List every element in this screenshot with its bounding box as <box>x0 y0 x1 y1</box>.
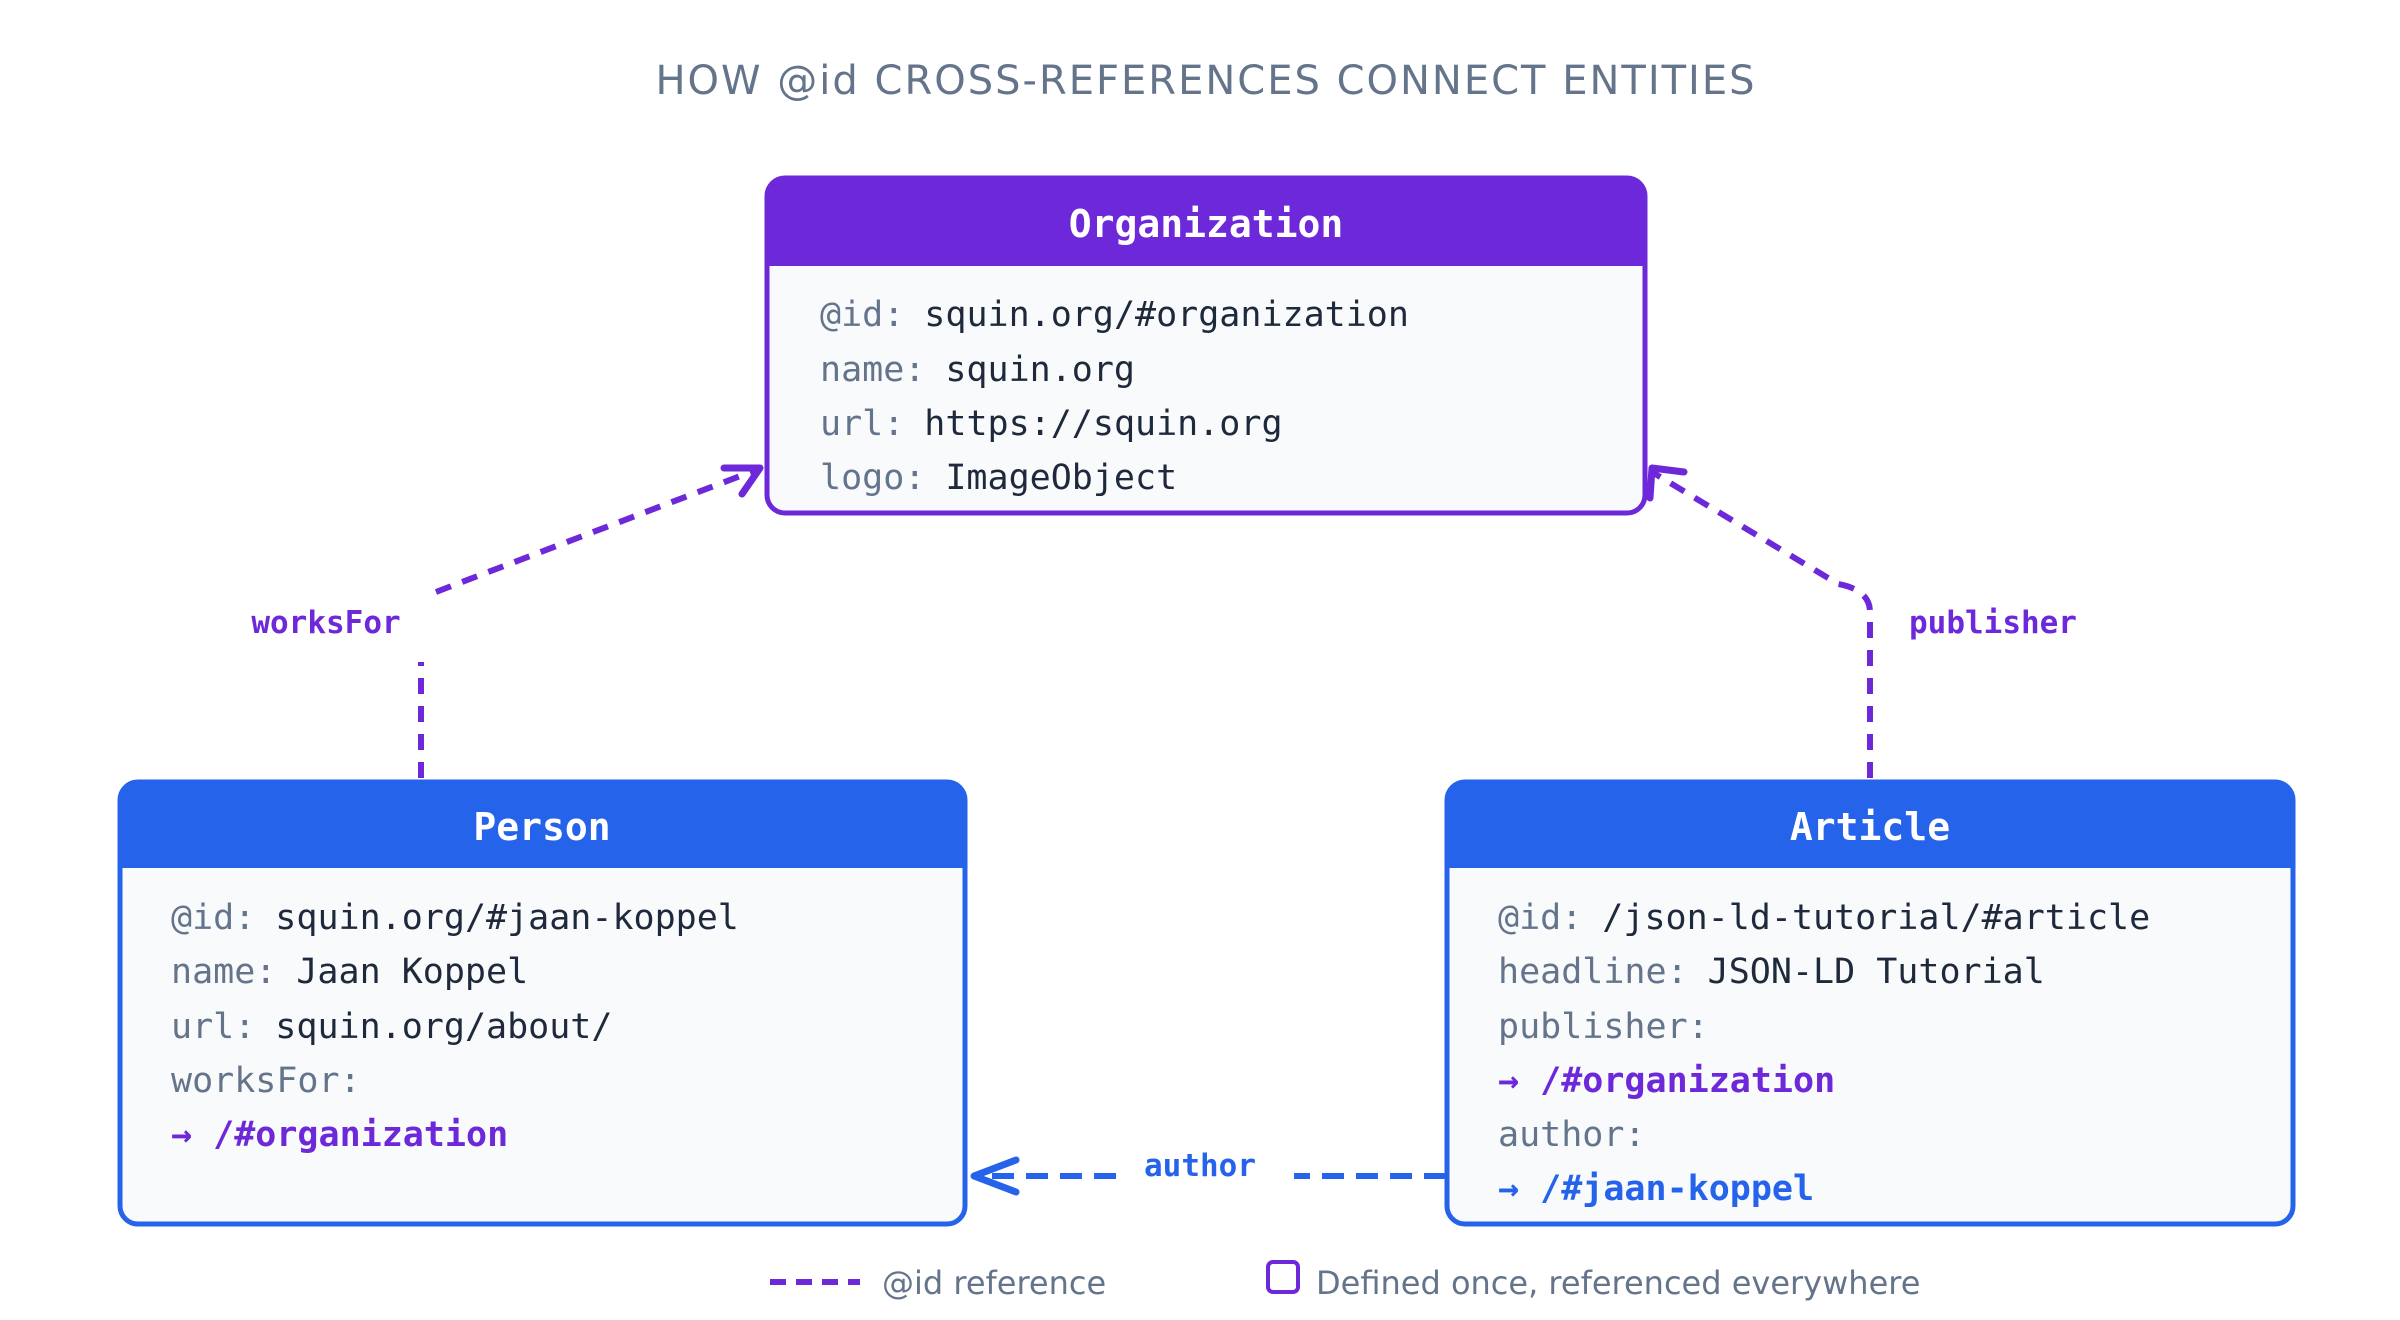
article-node: Article @id:/json-ld-tutorial/#article h… <box>1444 779 2296 1227</box>
article-publisher-key: publisher: <box>1498 1007 1709 1047</box>
works-for-label: worksFor <box>251 605 400 641</box>
person-title: Person <box>473 805 610 849</box>
legend-defined-text: Defined once, referenced everywhere <box>1316 1264 1920 1302</box>
works-for-arrowhead-icon <box>720 464 764 498</box>
article-row-id: @id:/json-ld-tutorial/#article <box>1498 898 2150 938</box>
legend: @id reference Defined once, referenced e… <box>770 1260 1920 1302</box>
legend-box-icon <box>1266 1260 1300 1294</box>
edge-author: author <box>970 1148 1446 1196</box>
article-title: Article <box>1790 805 1950 849</box>
person-row-id: @id:squin.org/#jaan-koppel <box>171 898 739 938</box>
person-row-url: url:squin.org/about/ <box>171 1007 612 1047</box>
organization-title: Organization <box>1069 202 1344 246</box>
person-node: Person @id:squin.org/#jaan-koppel name:J… <box>117 779 968 1227</box>
article-row-headline: headline:JSON-LD Tutorial <box>1498 952 2045 992</box>
article-header <box>1447 782 2293 868</box>
edge-works-for: worksFor <box>251 464 764 778</box>
author-arrowhead-icon <box>970 1156 1020 1196</box>
person-header <box>120 782 965 868</box>
article-author-key: author: <box>1498 1115 1646 1155</box>
author-label: author <box>1144 1148 1256 1184</box>
person-works-for-ref: → /#organization <box>171 1115 508 1155</box>
organization-row-name: name:squin.org <box>820 350 1135 390</box>
legend-reference-text: @id reference <box>882 1264 1106 1302</box>
works-for-line-upper <box>434 467 758 595</box>
person-row-name: name:Jaan Koppel <box>171 952 528 992</box>
organization-row-id: @id:squin.org/#organization <box>820 295 1409 335</box>
person-works-for-key: worksFor: <box>171 1061 361 1101</box>
organization-header <box>767 178 1645 266</box>
organization-node: Organization @id:squin.org/#organization… <box>764 175 1648 516</box>
publisher-label: publisher <box>1909 605 2077 641</box>
edge-publisher: publisher <box>1646 464 2077 778</box>
article-author-ref: → /#jaan-koppel <box>1498 1169 1814 1209</box>
publisher-line <box>1650 469 1873 778</box>
organization-row-logo: logo:ImageObject <box>820 458 1177 498</box>
diagram-title: HOW @id CROSS-REFERENCES CONNECT ENTITIE… <box>655 58 1756 104</box>
organization-row-url: url:https://squin.org <box>820 404 1283 444</box>
article-publisher-ref: → /#organization <box>1498 1061 1835 1101</box>
publisher-arrowhead-icon <box>1646 464 1688 502</box>
